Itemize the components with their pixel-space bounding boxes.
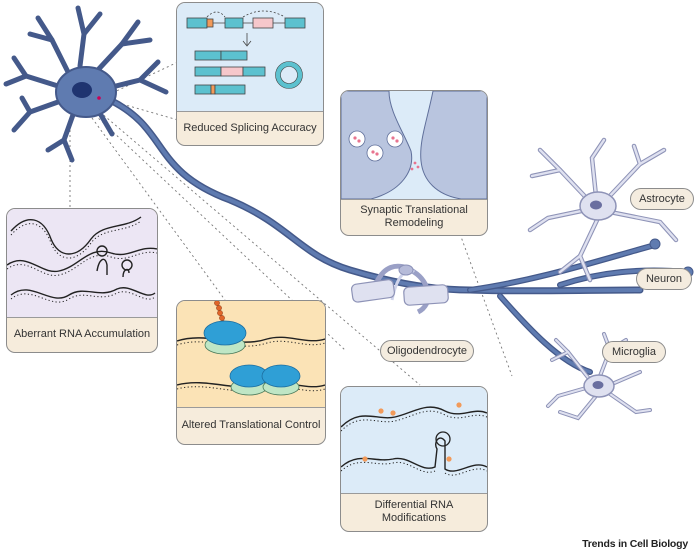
panel-splicing: Reduced Splicing Accuracy — [176, 2, 324, 146]
panel-translational: Altered Translational Control — [176, 300, 326, 445]
splicing-illustration — [177, 3, 323, 112]
rna-modification-illustration — [341, 387, 487, 494]
journal-brand: Trends in Cell Biology — [582, 538, 688, 550]
label-microglia: Microglia — [602, 341, 666, 363]
caption-splicing: Reduced Splicing Accuracy — [183, 121, 317, 134]
neuron-cell — [3, 5, 694, 375]
panel-synaptic: Synaptic Translational Remodeling — [340, 90, 488, 236]
ribosome-illustration — [177, 301, 325, 408]
astrocyte-cell — [527, 137, 679, 283]
caption-translational: Altered Translational Control — [181, 419, 321, 431]
caption-modifications: Differential RNA Modifications — [374, 499, 454, 524]
panel-aberrant: Aberrant RNA Accumulation — [6, 208, 158, 353]
rna-accumulation-illustration — [7, 209, 157, 318]
panel-modifications: Differential RNA Modifications — [340, 386, 488, 532]
label-oligodendrocyte: Oligodendrocyte — [380, 340, 474, 362]
synapse-illustration — [341, 91, 487, 200]
label-astrocyte: Astrocyte — [630, 188, 694, 210]
caption-synaptic: Synaptic Translational Remodeling — [360, 204, 468, 229]
oligodendrocyte-cell — [350, 263, 449, 315]
caption-aberrant: Aberrant RNA Accumulation — [13, 328, 151, 340]
label-neuron: Neuron — [636, 268, 692, 290]
